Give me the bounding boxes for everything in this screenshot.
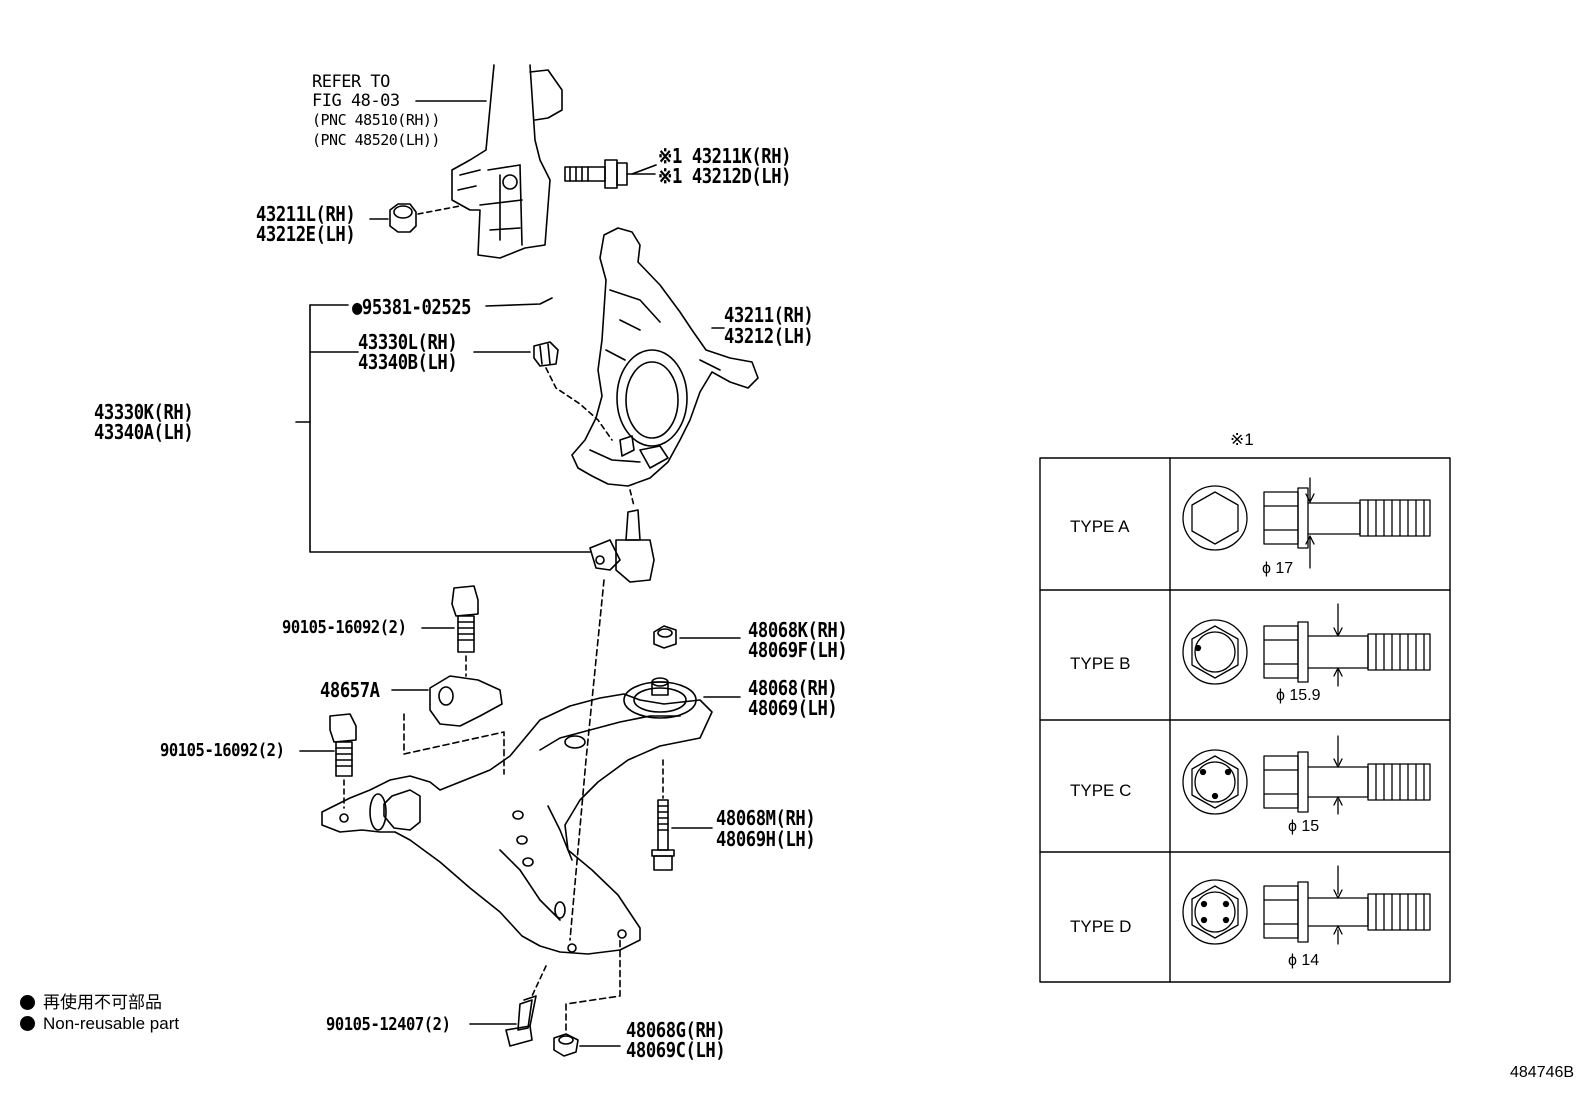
- part-label-joint-nut-lh: 43340B(LH): [358, 350, 458, 374]
- part-label-ball-joint-rh: 43330K(RH): [94, 400, 194, 424]
- bolt-bottom: [469, 965, 547, 1047]
- steering-knuckle: [571, 227, 759, 487]
- part-label-knuckle-lh: 43212(LH): [724, 324, 814, 348]
- type-label-d: TYPE D: [1070, 917, 1132, 936]
- legend-japanese-text: 再使用不可部品: [43, 993, 162, 1012]
- ball-joint: [589, 489, 655, 583]
- refer-note-line1: REFER TO: [312, 72, 390, 92]
- type-table-note: ※1: [1230, 430, 1254, 449]
- castle-nut: [473, 341, 613, 441]
- part-label-nut-bottom-lh: 48069C(LH): [626, 1038, 726, 1062]
- mount-bracket: [391, 675, 505, 775]
- part-label-bushing-lh: 48069(LH): [748, 696, 838, 720]
- part-label-bolt-lh: ※1 43212D(LH): [658, 164, 792, 188]
- part-label-bolt-bottom: 90105-12407(2): [326, 1014, 451, 1035]
- nut-bottom: [553, 939, 621, 1057]
- leader-lines: [415, 100, 725, 329]
- refer-note-line3: (PNC 48510(RH)): [312, 111, 440, 129]
- strut-assembly: [451, 64, 563, 259]
- type-label-a: TYPE A: [1070, 517, 1130, 536]
- part-label-bolt-upper: 90105-16092(2): [282, 617, 407, 638]
- part-label-nut-lh: 43212E(LH): [256, 222, 356, 246]
- bolt-upper: [421, 585, 479, 677]
- knuckle-bolt: [564, 159, 656, 189]
- legend-japanese: 再使用不可部品: [20, 988, 162, 1013]
- diameter-label-a: ϕ 17: [1262, 560, 1294, 577]
- catalog-number: 484746B: [1510, 1064, 1575, 1081]
- refer-note-line2: FIG 48-03: [312, 91, 400, 111]
- knuckle-nut: [369, 203, 461, 233]
- small-nut: [653, 625, 741, 649]
- non-reusable-dot-icon: [20, 1016, 35, 1031]
- part-label-small-nut-lh: 48069F(LH): [748, 638, 848, 662]
- leader-bracket: [295, 304, 591, 553]
- cotter-pin: [485, 297, 553, 307]
- type-table: [1039, 457, 1451, 983]
- diameter-label-b: ϕ 15.9: [1276, 687, 1321, 704]
- guide-line-ball-joint: [569, 579, 605, 941]
- long-bolt: [651, 759, 713, 871]
- non-reusable-dot-icon: [20, 995, 35, 1010]
- part-label-knuckle-rh: 43211(RH): [724, 303, 814, 327]
- refer-note-line4: (PNC 48520(LH)): [312, 131, 440, 149]
- type-label-b: TYPE B: [1070, 654, 1131, 673]
- part-label-nut-rh: 43211L(RH): [256, 202, 356, 226]
- bolt-type-drawings: [1182, 477, 1431, 945]
- type-label-c: TYPE C: [1070, 781, 1132, 800]
- part-label-bolt-lower: 90105-16092(2): [160, 740, 285, 761]
- part-label-long-bolt-rh: 48068M(RH): [716, 806, 816, 830]
- part-label-joint-nut-rh: 43330L(RH): [358, 330, 458, 354]
- part-label-nut-bottom-rh: 48068G(RH): [626, 1018, 726, 1042]
- legend-english: Non-reusable part: [20, 1014, 179, 1034]
- part-label-small-nut-rh: 48068K(RH): [748, 618, 848, 642]
- bolt-lower: [299, 713, 357, 809]
- part-label-bushing-rh: 48068(RH): [748, 676, 838, 700]
- part-label-bolt-rh: ※1 43211K(RH): [658, 144, 792, 168]
- part-label-ball-joint-lh: 43340A(LH): [94, 420, 194, 444]
- diameter-label-d: ϕ 14: [1288, 952, 1320, 969]
- part-label-long-bolt-lh: 48069H(LH): [716, 827, 816, 851]
- lower-control-arm: [321, 693, 713, 955]
- part-label-cotter-pin: ●95381-02525: [352, 295, 472, 319]
- part-label-bracket: 48657A: [320, 678, 380, 702]
- legend-english-text: Non-reusable part: [43, 1014, 180, 1033]
- diameter-label-c: ϕ 15: [1288, 818, 1320, 835]
- arm-bushing: [623, 677, 741, 719]
